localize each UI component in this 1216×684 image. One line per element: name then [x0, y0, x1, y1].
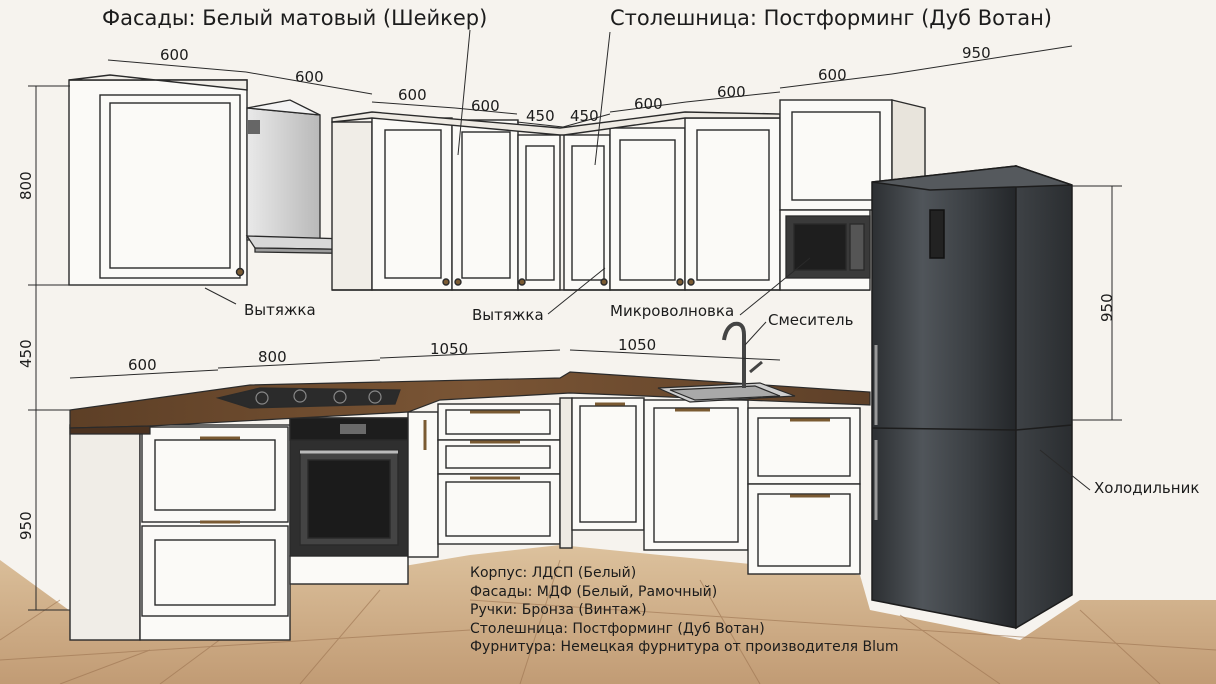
spec-line: Фурнитура: Немецкая фурнитура от произво…: [470, 639, 899, 656]
hood-label-1: Вытяжка: [244, 301, 316, 319]
dimension-lines: [28, 45, 1122, 611]
dim-top-600-a: 600: [160, 46, 189, 64]
lower-cabinet-left: [69, 424, 291, 641]
oven: [289, 417, 409, 585]
dim-top-950: 950: [962, 44, 991, 62]
faucet: [722, 321, 763, 388]
dim-left-450: 450: [17, 339, 35, 368]
floor: [0, 545, 1216, 684]
dim-left-800: 800: [17, 171, 35, 200]
faucet-label: Смеситель: [768, 311, 853, 329]
fridge-label: Холодильник: [1094, 479, 1199, 497]
upper-cabinet-left: [68, 74, 248, 286]
spec-line: Фасады: МДФ (Белый, Рамочный): [470, 583, 718, 600]
spec-line: Корпус: ЛДСП (Белый): [470, 565, 637, 581]
dim-top-450-b: 450: [570, 107, 599, 125]
fridge: [871, 164, 1073, 630]
sink: [657, 382, 796, 403]
upper-cabinets-middle: [331, 111, 870, 291]
hood-label-2: Вытяжка: [472, 306, 544, 324]
dim-top-600-g: 600: [818, 66, 847, 84]
dim-right-950: 950: [1098, 293, 1116, 322]
microwave: [785, 215, 871, 279]
dim-top-600-d: 600: [471, 97, 500, 115]
spec-notes: Корпус: ЛДСП (Белый) Фасады: МДФ (Белый,…: [470, 564, 899, 657]
lower-cabinets-middle: [407, 397, 861, 575]
facades-title: Фасады: Белый матовый (Шейкер): [102, 6, 487, 30]
dim-left-950: 950: [17, 511, 35, 540]
dim-top-600-c: 600: [398, 86, 427, 104]
countertop-title: Столешница: Постформинг (Дуб Вотан): [610, 6, 1052, 30]
spec-line: Столешница: Постформинг (Дуб Вотан): [470, 620, 765, 637]
dim-counter-1050-a: 1050: [430, 340, 468, 358]
microwave-label: Микроволновка: [610, 302, 734, 320]
dim-top-600-e: 600: [634, 95, 663, 113]
hob: [215, 387, 401, 409]
dim-top-450-a: 450: [526, 107, 555, 125]
dim-counter-800: 800: [258, 348, 287, 366]
leader-lines: [204, 29, 1091, 491]
dim-counter-600: 600: [128, 356, 157, 374]
dim-top-600-f: 600: [717, 83, 746, 101]
dim-top-600-b: 600: [295, 68, 324, 86]
spec-line: Ручки: Бронза (Винтаж): [470, 602, 647, 619]
dim-counter-1050-b: 1050: [618, 336, 656, 354]
